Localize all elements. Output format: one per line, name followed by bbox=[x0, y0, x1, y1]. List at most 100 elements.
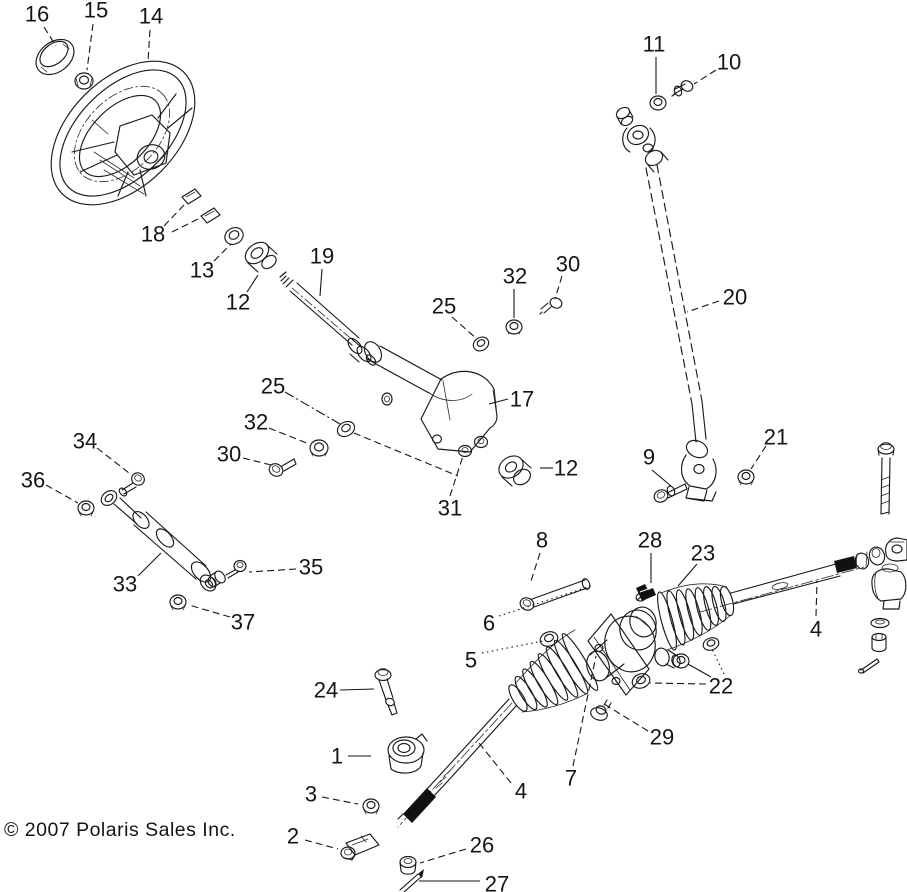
callout-10-4: 10 bbox=[693, 50, 741, 85]
nut-32-upper bbox=[505, 319, 523, 335]
part-number-label: 30 bbox=[217, 442, 241, 467]
part-number-label: 2 bbox=[287, 824, 299, 849]
part-number-label: 1 bbox=[331, 744, 343, 769]
leader-line bbox=[711, 648, 725, 675]
leader-line bbox=[163, 204, 185, 227]
leader-line bbox=[687, 663, 712, 678]
part-number-label: 32 bbox=[503, 264, 527, 289]
part-number-label: 13 bbox=[190, 258, 214, 283]
part-number-label: 4 bbox=[810, 617, 822, 642]
nut-26 bbox=[399, 855, 417, 875]
leader-line bbox=[268, 427, 310, 445]
leader-line bbox=[554, 275, 563, 300]
leader-line bbox=[147, 29, 151, 62]
bolt-34 bbox=[118, 472, 145, 497]
leader-line bbox=[498, 585, 592, 617]
part-number-label: 19 bbox=[310, 244, 334, 269]
retainer-clips bbox=[181, 188, 221, 224]
bolt-35 bbox=[207, 559, 247, 588]
part-number-label: 33 bbox=[113, 572, 137, 597]
column-ujoint-shaft-20 bbox=[615, 106, 717, 502]
leader-line bbox=[248, 568, 297, 573]
part-number-label: 26 bbox=[470, 833, 494, 858]
leader-line bbox=[171, 217, 201, 233]
rod-27 bbox=[399, 869, 424, 892]
leader-line bbox=[603, 703, 649, 732]
leader-line bbox=[488, 398, 509, 405]
leader-line bbox=[530, 552, 541, 582]
callout-16-0: 16 bbox=[25, 2, 57, 47]
bolt-29 bbox=[590, 699, 612, 721]
bolt-30-lower bbox=[268, 458, 297, 477]
callout-4-36: 4 bbox=[478, 742, 527, 804]
callout-18-5: 18 bbox=[141, 204, 201, 247]
nut-3 bbox=[362, 798, 380, 815]
leader-line bbox=[815, 580, 818, 617]
callout-11-3: 11 bbox=[643, 32, 666, 94]
part-number-label: 27 bbox=[485, 872, 509, 892]
callout-13-6: 13 bbox=[190, 243, 232, 283]
part-number-label: 12 bbox=[554, 456, 578, 481]
leader-line bbox=[319, 268, 323, 297]
column-bracket-17 bbox=[363, 341, 498, 458]
washer-13 bbox=[224, 227, 244, 245]
callout-24-31: 24 bbox=[314, 678, 375, 703]
part-number-label: 16 bbox=[25, 2, 49, 27]
callout-17-13: 17 bbox=[488, 387, 534, 412]
copyright-text: © 2007 Polaris Sales Inc. bbox=[4, 819, 236, 841]
washer-25-upper bbox=[472, 336, 490, 352]
callout-30-11: 30 bbox=[554, 252, 580, 300]
leader-line bbox=[43, 26, 57, 47]
callout-25-9: 25 bbox=[432, 294, 478, 340]
callout-15-1: 15 bbox=[84, 0, 108, 71]
callout-2-39: 2 bbox=[287, 824, 339, 850]
part-number-label: 4 bbox=[515, 779, 527, 804]
leader-line bbox=[419, 848, 467, 864]
callout-37-25: 37 bbox=[188, 604, 255, 635]
bushing-12-upper bbox=[244, 241, 278, 273]
callout-23-28: 23 bbox=[677, 541, 715, 587]
part-number-label: 20 bbox=[723, 285, 747, 310]
part-number-label: 31 bbox=[438, 496, 462, 521]
bolt-10 bbox=[671, 80, 694, 97]
part-number-label: 37 bbox=[231, 610, 255, 635]
part-number-label: 10 bbox=[717, 50, 741, 75]
callout-33-23: 33 bbox=[113, 552, 162, 597]
leader-line bbox=[478, 742, 512, 784]
leader-line bbox=[86, 23, 94, 71]
leader-line bbox=[188, 604, 231, 618]
horn-cap bbox=[35, 38, 75, 76]
part-number-label: 25 bbox=[261, 374, 285, 399]
leader-line bbox=[677, 563, 698, 587]
callout-7-35: 7 bbox=[565, 655, 597, 791]
callout-8-26: 8 bbox=[530, 528, 548, 582]
leader-line bbox=[339, 688, 375, 691]
part-number-label: 3 bbox=[305, 782, 317, 807]
mount-bushing-1 bbox=[387, 733, 428, 774]
callout-25-14: 25 bbox=[261, 374, 459, 477]
leader-line bbox=[213, 243, 232, 262]
part-number-label: 15 bbox=[84, 0, 108, 23]
leader-line bbox=[304, 839, 339, 850]
nut-37 bbox=[169, 594, 187, 611]
part-number-label: 5 bbox=[465, 648, 477, 673]
callout-29-33: 29 bbox=[603, 703, 674, 750]
callout-34-17: 34 bbox=[73, 429, 130, 474]
part-number-label: 9 bbox=[643, 445, 655, 470]
part-number-label: 12 bbox=[226, 290, 250, 315]
part-number-label: 24 bbox=[314, 678, 338, 703]
rack-and-pinion-assembly bbox=[397, 442, 907, 828]
part-number-label: 11 bbox=[643, 32, 666, 57]
nut-21 bbox=[737, 469, 755, 486]
callout-35-24: 35 bbox=[248, 555, 323, 580]
part-number-label: 36 bbox=[21, 468, 45, 493]
nut-11 bbox=[649, 95, 667, 111]
part-number-label: 6 bbox=[483, 611, 495, 636]
part-number-label: 29 bbox=[650, 725, 674, 750]
leader-line bbox=[284, 391, 341, 425]
clamp-28 bbox=[636, 584, 656, 601]
callout-14-2: 14 bbox=[139, 4, 163, 62]
leader-line bbox=[137, 552, 162, 577]
